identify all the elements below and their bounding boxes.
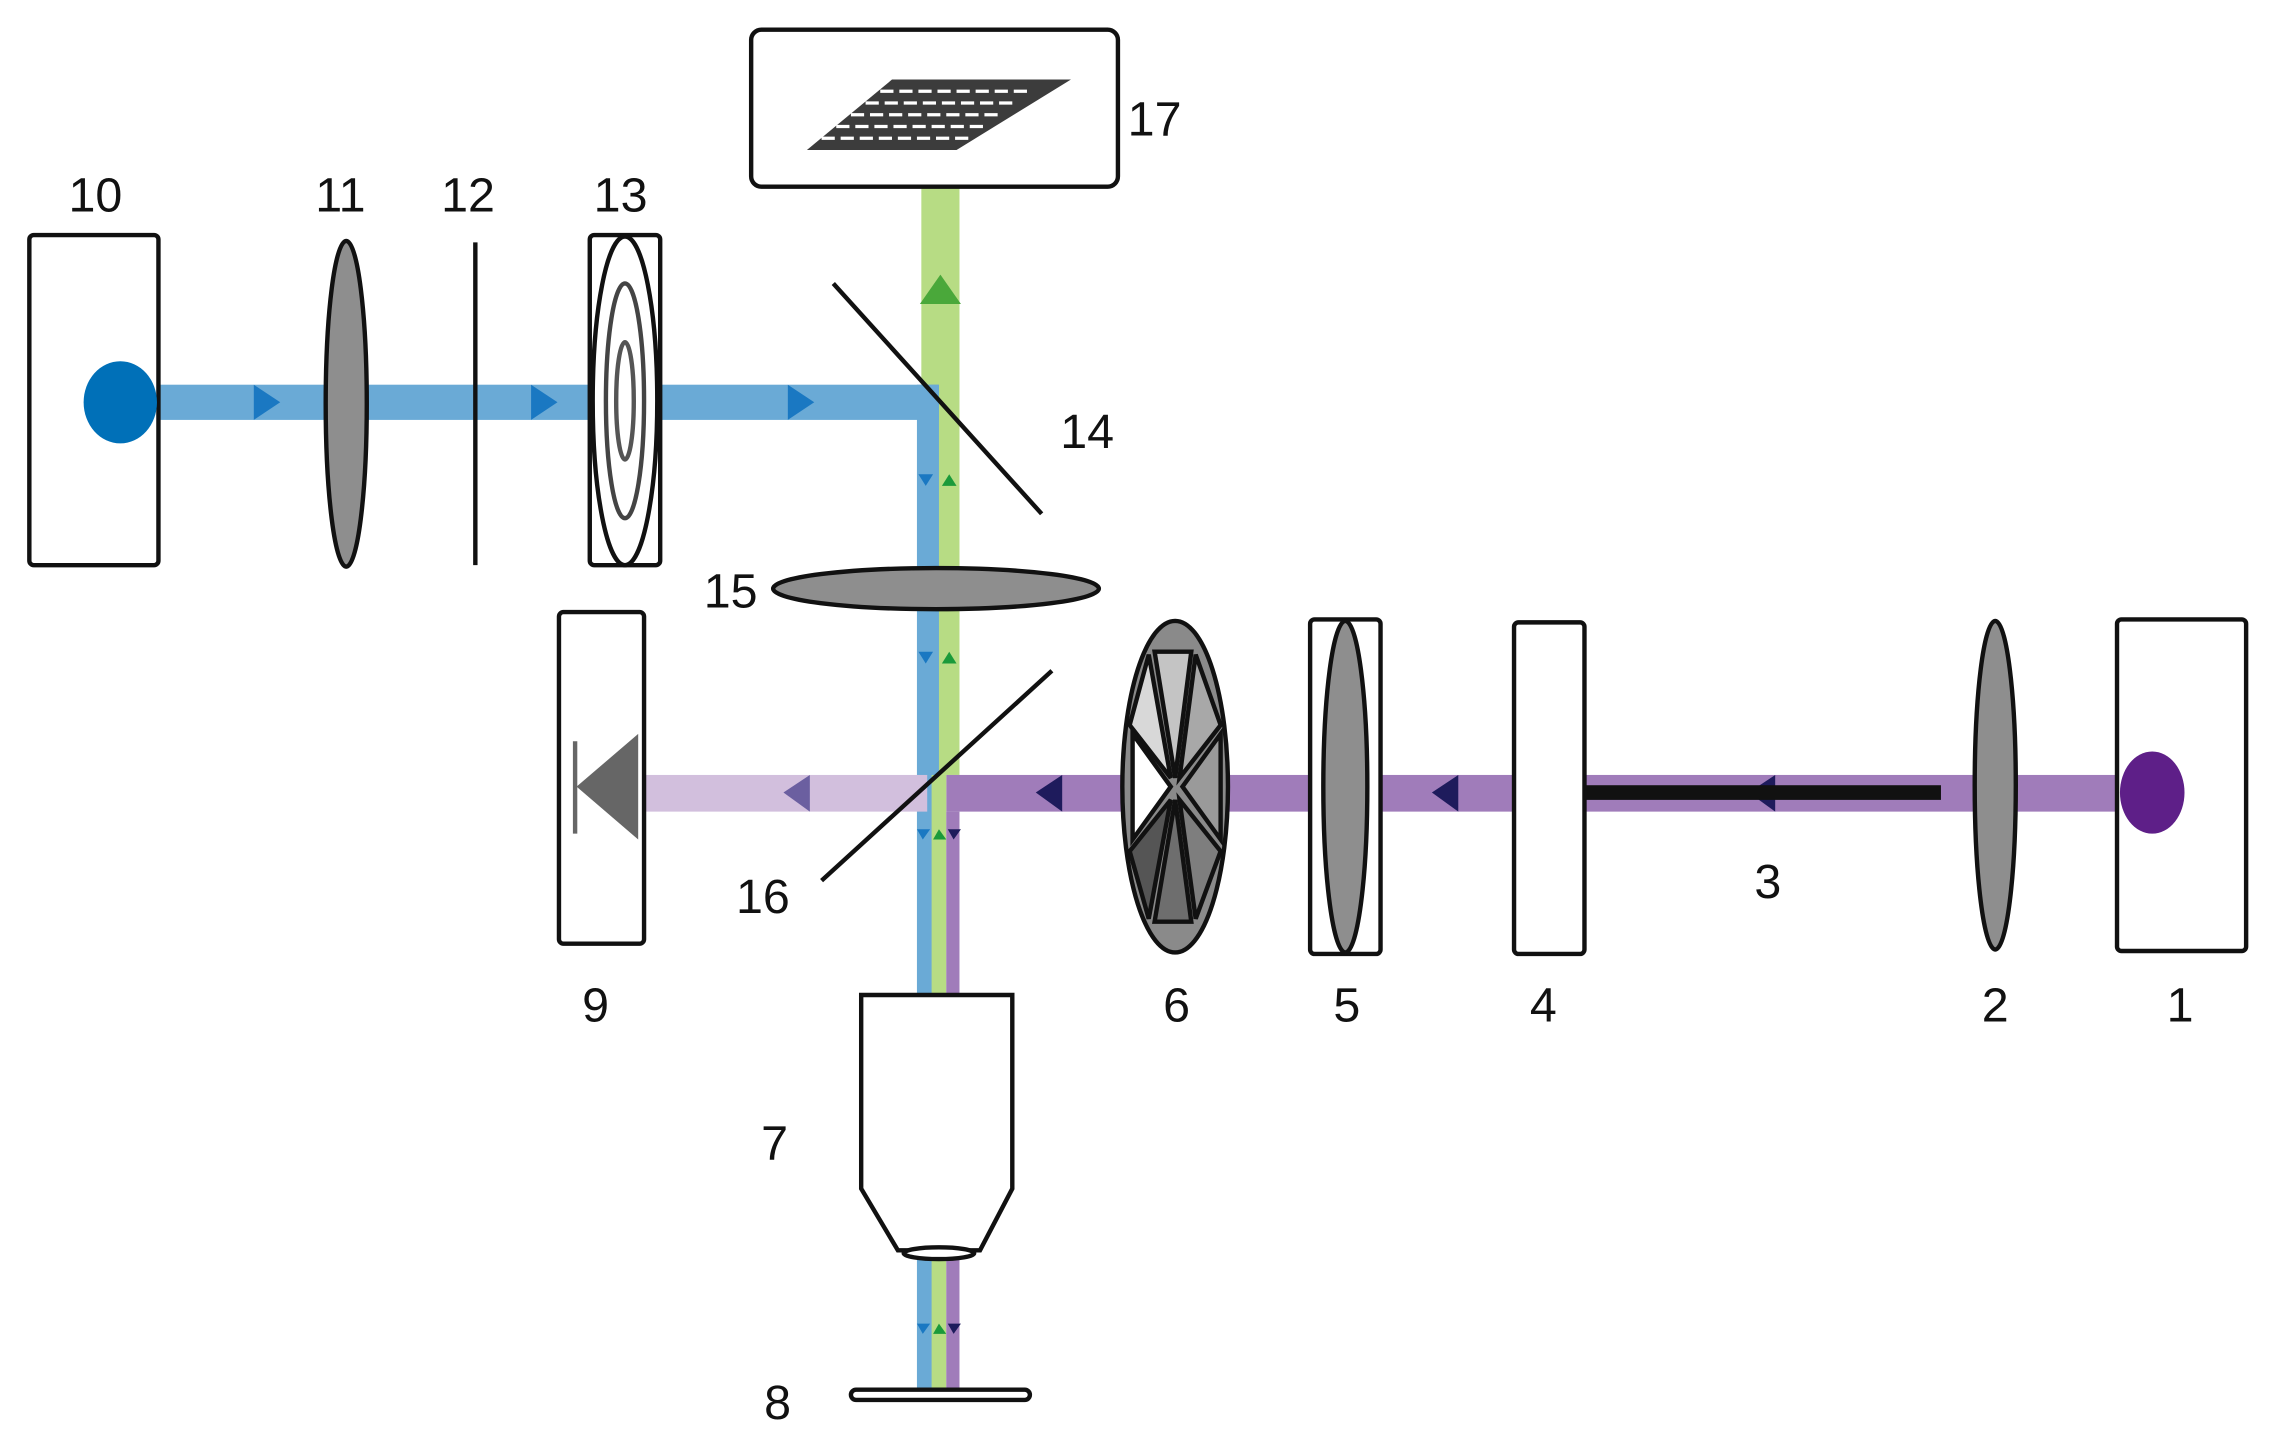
label-4: 4 <box>1530 978 1557 1032</box>
label-9: 9 <box>582 978 609 1032</box>
component-2-lens <box>1972 618 2018 952</box>
component-9-photodetector <box>556 609 647 946</box>
label-17: 17 <box>1128 92 1182 146</box>
component-11-lens <box>323 238 369 569</box>
small-arrows <box>916 474 961 1334</box>
label-15: 15 <box>704 565 758 619</box>
component-6-filter-wheel <box>1120 618 1231 955</box>
label-1: 1 <box>2167 978 2194 1032</box>
labels: 10 11 12 13 17 14 15 16 9 6 5 4 3 2 1 7 … <box>68 92 2193 1430</box>
arrow-left-icon <box>1431 774 1459 812</box>
label-7: 7 <box>761 1116 788 1170</box>
component-4-modulator <box>1511 620 1587 957</box>
label-8: 8 <box>764 1376 791 1430</box>
arrow-up-icon <box>919 274 961 305</box>
component-16-dichroic-mirror <box>820 669 1054 883</box>
component-14-dichroic-mirror <box>831 281 1044 516</box>
label-6: 6 <box>1163 978 1190 1032</box>
component-15-lens <box>770 565 1102 612</box>
component-10-blue-light-source <box>27 232 161 568</box>
label-14: 14 <box>1060 405 1114 459</box>
label-5: 5 <box>1333 978 1360 1032</box>
arrow-right-icon <box>787 384 815 420</box>
arrow-right-icon <box>531 384 558 420</box>
arrow-right-icon <box>253 384 281 420</box>
component-5-lens-holder <box>1307 617 1383 957</box>
label-2: 2 <box>1982 978 2009 1032</box>
component-1-purple-light-source <box>2114 617 2249 954</box>
label-10: 10 <box>68 169 122 223</box>
label-3: 3 <box>1754 855 1781 909</box>
label-16: 16 <box>736 870 790 924</box>
component-7-objective <box>858 992 1015 1262</box>
label-13: 13 <box>594 169 648 223</box>
component-3-fiber <box>1584 785 1941 800</box>
component-17-detector <box>748 27 1121 189</box>
component-8-sample-slide <box>848 1387 1033 1403</box>
arrow-left-icon <box>783 774 810 812</box>
arrow-left-icon <box>1035 774 1063 812</box>
component-13-axicon <box>587 232 663 568</box>
label-11: 11 <box>315 169 365 223</box>
label-12: 12 <box>441 169 495 223</box>
